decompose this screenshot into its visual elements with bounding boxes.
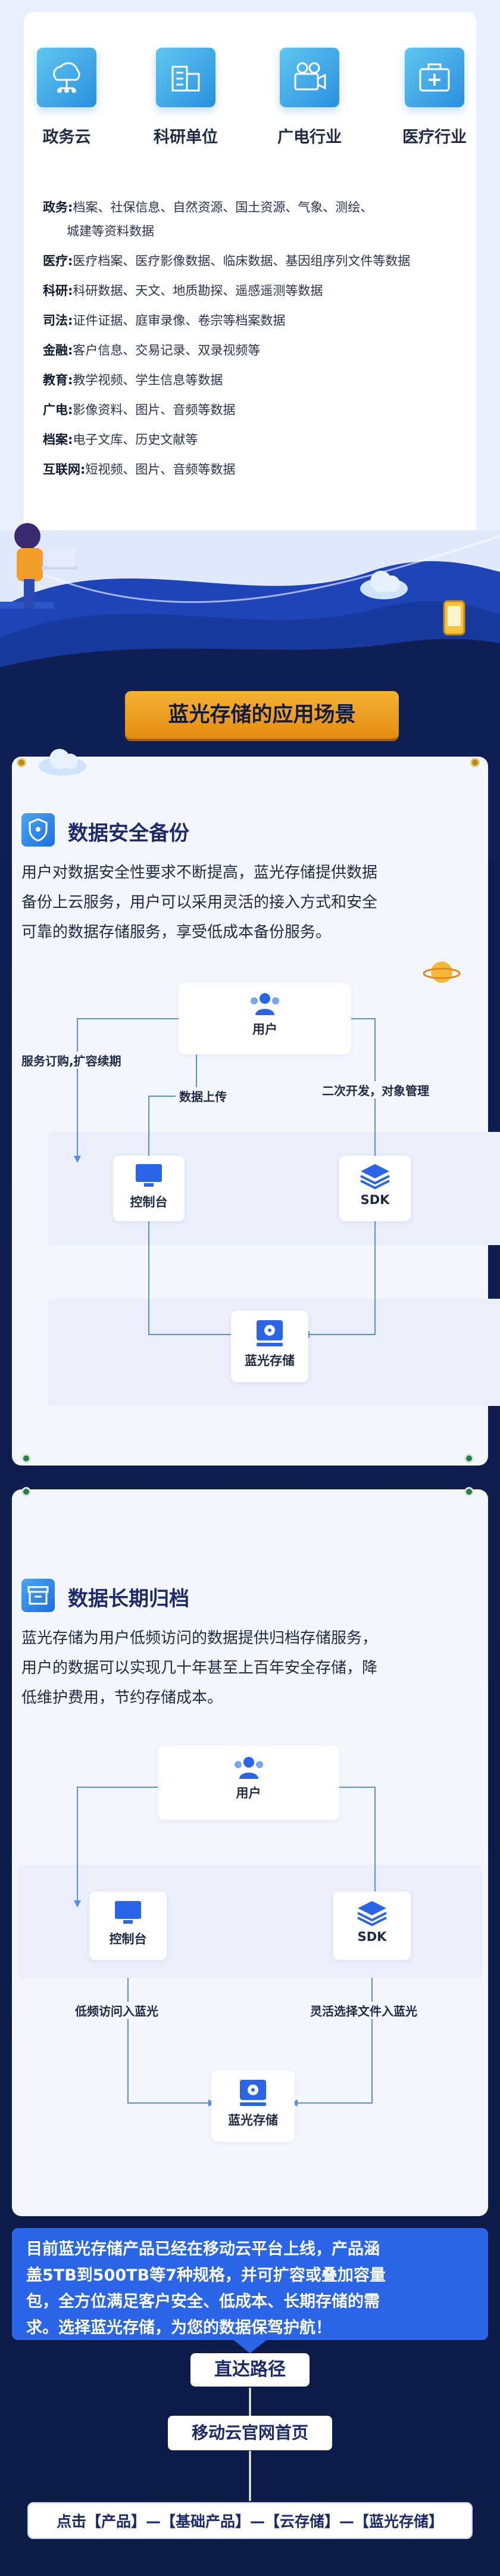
industry-label: 医疗行业 bbox=[402, 128, 467, 147]
industry-research[interactable]: 科研单位 bbox=[138, 36, 233, 155]
scenario-item: 政务:档案、社保信息、自然资源、国土资源、气象、测绘、 bbox=[43, 200, 373, 214]
storage-icon bbox=[257, 1320, 283, 1346]
layers-icon bbox=[357, 1901, 387, 1927]
console-node[interactable]: 控制台 bbox=[113, 1156, 185, 1221]
layers-icon bbox=[360, 1164, 390, 1190]
navigation-path[interactable]: 点击【产品】—【基础产品】—【云存储】—【蓝光存储】 bbox=[27, 2502, 473, 2539]
section-title: 数据长期归档 bbox=[68, 1587, 189, 1611]
scenario-item: 广电:影像资料、图片、音频等数据 bbox=[43, 403, 236, 417]
pin-icon bbox=[21, 1487, 31, 1497]
arrow-label: 数据上传 bbox=[176, 1087, 230, 1105]
users-icon bbox=[234, 1757, 263, 1779]
sdk-node[interactable]: SDK bbox=[333, 1891, 411, 1960]
arrow-label: 灵活选择文件入蓝光 bbox=[307, 2002, 421, 2019]
pin-icon bbox=[17, 758, 26, 767]
storage-icon bbox=[240, 2080, 266, 2106]
route-title: 直达路径 bbox=[190, 2353, 310, 2387]
industry-medical[interactable]: 医疗行业 bbox=[387, 36, 482, 155]
industry-label: 政务云 bbox=[42, 128, 91, 147]
pin-icon bbox=[21, 1454, 31, 1463]
shield-icon bbox=[21, 813, 55, 847]
scenario-item: 金融:客户信息、交易记录、双录视频等 bbox=[43, 343, 261, 357]
sdk-node[interactable]: SDK bbox=[339, 1156, 411, 1221]
archive-flow-lines bbox=[74, 1787, 379, 2107]
monitor-icon bbox=[136, 1164, 162, 1187]
summary-box: 目前蓝光存储产品已经在移动云平台上线，产品涵 盖5TB到500TB等7种规格，并… bbox=[12, 2228, 488, 2340]
scenario-item: 科研:科研数据、天文、地质勘探、遥感遥测等数据 bbox=[43, 284, 323, 298]
scenario-item: 互联网:短视频、图片、音频等数据 bbox=[43, 462, 236, 477]
building-icon bbox=[156, 48, 215, 107]
industry-card bbox=[24, 12, 476, 530]
section-banner: 蓝光存储的应用场景 bbox=[125, 691, 399, 739]
pointer-arrow bbox=[232, 2339, 268, 2353]
user-node[interactable]: 用户 bbox=[179, 983, 351, 1054]
bluray-storage-node[interactable]: 蓝光存储 bbox=[211, 2070, 295, 2142]
users-icon bbox=[251, 993, 279, 1015]
planet-icon bbox=[423, 962, 461, 983]
section-paragraph: 蓝光存储为用户低频访问的数据提供归档存储服务， 用户的数据可以实现几十年甚至上百… bbox=[21, 1629, 378, 1707]
pin-icon bbox=[470, 758, 480, 767]
scenario-item: 档案:电子文库、历史文献等 bbox=[43, 433, 198, 447]
cloud-icon bbox=[360, 571, 408, 599]
industry-label: 广电行业 bbox=[277, 128, 342, 147]
industry-label: 科研单位 bbox=[154, 128, 218, 147]
connector-line bbox=[249, 2451, 251, 2501]
section-title: 数据安全备份 bbox=[68, 822, 189, 845]
arrow-label: 二次开发，对象管理 bbox=[318, 1081, 433, 1099]
industry-broadcast[interactable]: 广电行业 bbox=[262, 36, 357, 155]
cloud-network-icon bbox=[37, 48, 96, 107]
bluray-storage-node[interactable]: 蓝光存储 bbox=[231, 1311, 308, 1382]
scenario-item: 教育:教学视频、学生信息等数据 bbox=[43, 373, 223, 387]
console-node[interactable]: 控制台 bbox=[89, 1891, 167, 1960]
scenario-item: 城建等资料数据 bbox=[67, 224, 154, 238]
phone-icon bbox=[443, 600, 465, 636]
scenario-list: 政务:档案、社保信息、自然资源、国土资源、气象、测绘、 城建等资料数据 医疗:医… bbox=[43, 197, 471, 489]
person-illustration bbox=[0, 523, 77, 609]
scenario-item: 医疗:医疗档案、医疗影像数据、临床数据、基因组序列文件等数据 bbox=[43, 254, 411, 268]
archive-box-icon bbox=[21, 1579, 55, 1612]
medical-kit-icon bbox=[405, 48, 464, 107]
arrow-label: 低频访问入蓝光 bbox=[71, 2002, 162, 2019]
arrow-label: 服务订购,扩容续期 bbox=[18, 1051, 125, 1069]
video-camera-icon bbox=[280, 48, 339, 107]
pin-icon bbox=[464, 1454, 474, 1463]
home-link[interactable]: 移动云官网首页 bbox=[168, 2416, 332, 2450]
section-paragraph: 用户对数据安全性要求不断提高，蓝光存储提供数据 备份上云服务，用户可以采用灵活的… bbox=[21, 864, 378, 941]
industry-gov[interactable]: 政务云 bbox=[19, 36, 114, 155]
monitor-icon bbox=[115, 1901, 141, 1924]
scenario-item: 司法:证件证据、庭审录像、卷宗等档案数据 bbox=[43, 313, 286, 328]
connector-line bbox=[249, 2388, 251, 2418]
cloud-icon bbox=[39, 749, 86, 776]
user-node[interactable]: 用户 bbox=[158, 1746, 339, 1820]
pin-icon bbox=[464, 1487, 474, 1497]
